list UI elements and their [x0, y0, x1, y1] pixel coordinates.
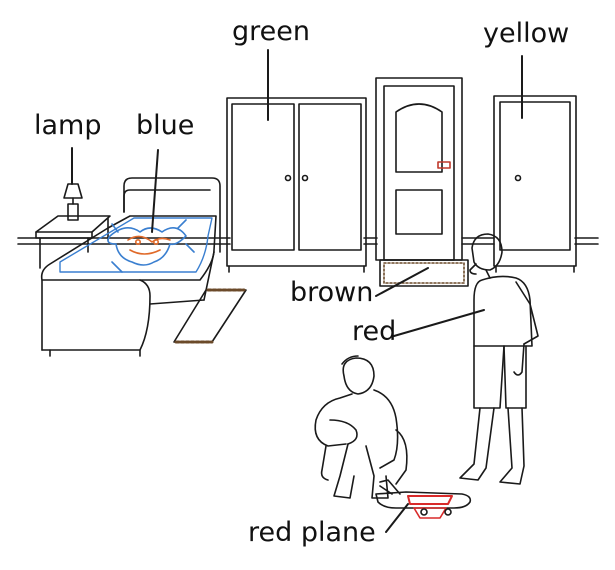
bedside-table	[35, 215, 111, 269]
label-brown: brown	[290, 277, 374, 308]
label-lamp: lamp	[34, 110, 102, 141]
standing-boy	[459, 233, 539, 485]
blue-blanket	[59, 217, 213, 273]
bed	[40, 177, 221, 357]
label-green: green	[232, 16, 310, 47]
pointer-lines	[71, 49, 523, 533]
bedside-rug	[173, 288, 247, 344]
brown-doormat	[379, 259, 469, 287]
yellow-wardrobe	[493, 95, 577, 273]
sitting-boy	[314, 355, 408, 499]
label-red: red	[352, 316, 397, 347]
label-red-plane: red plane	[248, 517, 376, 548]
label-yellow: yellow	[483, 18, 570, 49]
lamp	[63, 183, 83, 221]
wall-line	[17, 237, 599, 245]
red-toy-plane	[375, 479, 472, 519]
label-blue: blue	[136, 110, 195, 141]
door	[375, 77, 463, 261]
green-wardrobe	[226, 97, 367, 273]
